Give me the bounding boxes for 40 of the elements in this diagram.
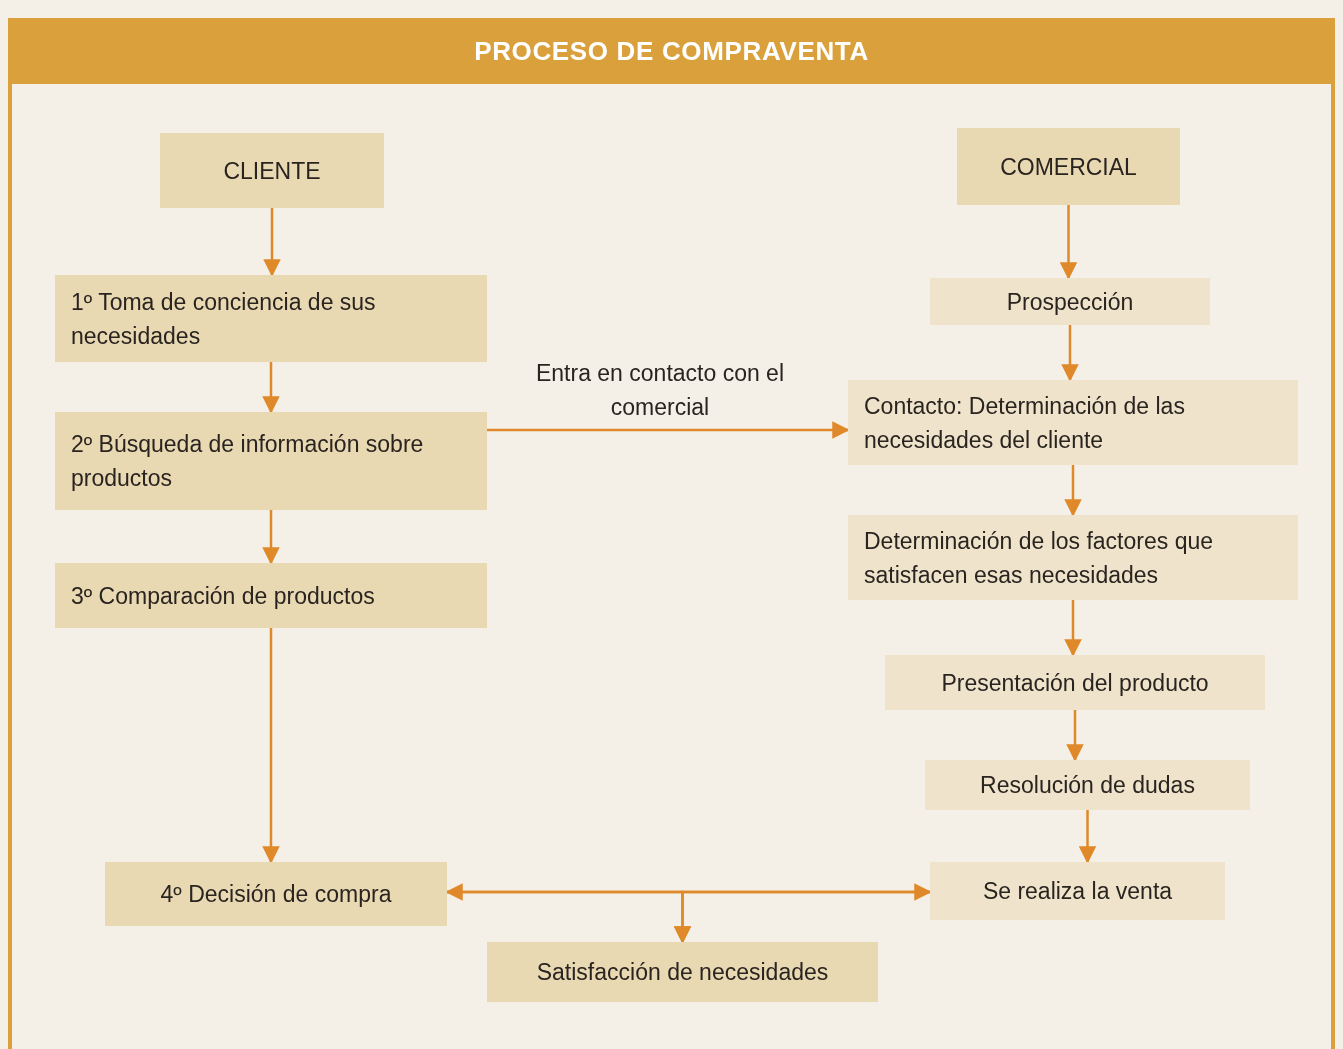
arrow (1064, 600, 1082, 657)
process-box (930, 862, 1225, 920)
box-text: Se realiza la venta (982, 877, 1173, 906)
box-text: Resolución de dudas (980, 771, 1195, 800)
arrow (263, 208, 281, 277)
process-box (930, 278, 1210, 325)
arrow (1066, 710, 1084, 762)
box-text: 2º Búsqueda de información sobre productos (71, 430, 425, 493)
box-text: Contacto: Determinación de las necesidades del cliente (864, 391, 1186, 455)
arrow (1061, 325, 1079, 382)
box-text: Determinación de los factores que satisfacen esas necesidades (864, 526, 1215, 590)
process-box (957, 128, 1180, 205)
box-text: CLIENTE (223, 156, 321, 186)
box-text: COMERCIAL (1000, 152, 1137, 182)
arrow (1078, 810, 1097, 864)
process-box (925, 760, 1250, 810)
arrow (673, 890, 930, 944)
box-text: Prospección (1006, 287, 1134, 317)
diagram-title: PROCESO DE COMPRAVENTA (474, 34, 869, 68)
box-text: Presentación del producto (941, 668, 1209, 698)
arrow (262, 362, 280, 414)
box-text: 3º Comparación de productos (71, 581, 375, 611)
box-text: 4º Decisión de compra (160, 880, 392, 909)
arrow (1064, 465, 1082, 517)
process-box (487, 942, 878, 1002)
process-box (160, 133, 384, 208)
process-box (55, 275, 487, 362)
arrow (487, 421, 850, 439)
edge-label: Entra en contacto con el comercial (534, 359, 786, 422)
process-box (885, 655, 1265, 710)
process-box (105, 862, 447, 926)
arrow (262, 628, 280, 864)
arrow (1059, 205, 1078, 280)
process-box (55, 412, 487, 510)
process-box (55, 563, 487, 628)
arrow (262, 510, 280, 565)
process-box (848, 380, 1298, 465)
box-text: 1º Toma de conciencia de sus necesidades (71, 287, 377, 351)
box-text: Satisfacción de necesidades (536, 958, 829, 987)
process-box (848, 515, 1298, 600)
